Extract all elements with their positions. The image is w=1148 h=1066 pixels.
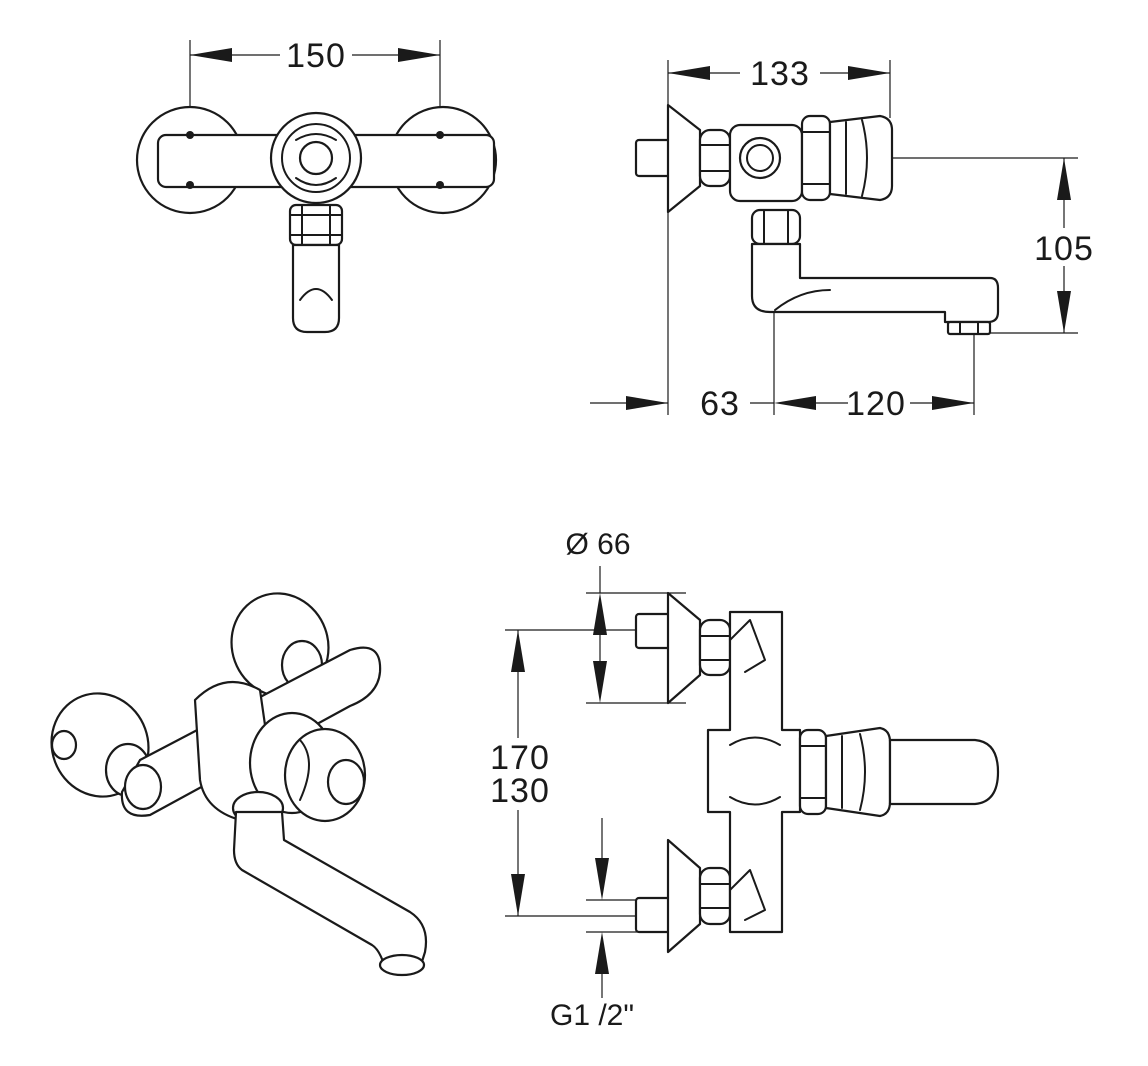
top-view: Ø 66 170 130 G1 /2" bbox=[490, 528, 1000, 1032]
dim-105-label: 105 bbox=[1034, 230, 1094, 268]
dim-120-label: 120 bbox=[846, 385, 906, 423]
dim-63-label: 63 bbox=[700, 385, 740, 423]
dim-thread-label: G1 /2" bbox=[550, 999, 634, 1032]
side-view: 133 105 63 120 bbox=[590, 55, 1094, 423]
dim-150-label: 150 bbox=[286, 37, 346, 75]
dim-diameter-label: Ø 66 bbox=[565, 528, 630, 561]
dim-170-label: 170 bbox=[490, 739, 550, 777]
front-view: 150 bbox=[135, 37, 498, 334]
dim-130-label: 130 bbox=[490, 772, 550, 810]
dim-133-label: 133 bbox=[750, 55, 810, 93]
isometric-view bbox=[50, 592, 428, 977]
